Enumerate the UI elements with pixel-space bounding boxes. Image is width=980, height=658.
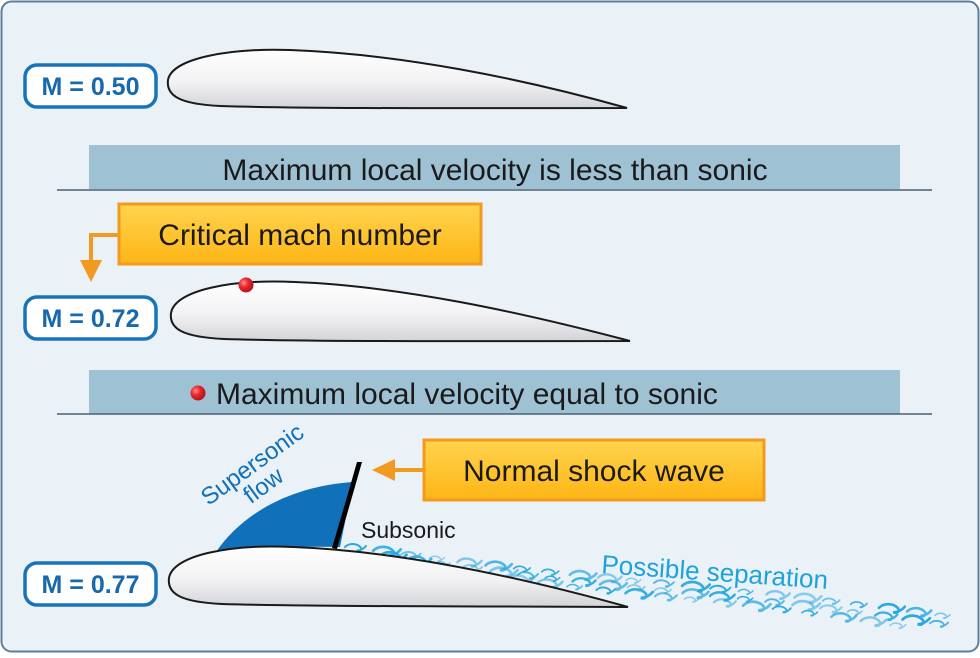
callout-critical-mach-text: Critical mach number	[158, 219, 441, 252]
banner-1-text: Maximum local velocity is less than soni…	[222, 154, 767, 187]
mach-badge-1: M = 0.50	[23, 63, 158, 109]
supersonic-region	[216, 482, 353, 552]
callout-normal-shock: Normal shock wave	[372, 438, 766, 502]
mach-badge-2: M = 0.72	[23, 295, 158, 341]
mach-label-3: M = 0.77	[42, 571, 140, 599]
banner-2-text: Maximum local velocity equal to sonic	[216, 378, 718, 411]
callout-normal-shock-text: Normal shock wave	[463, 455, 725, 488]
banner-1: Maximum local velocity is less than soni…	[57, 145, 932, 191]
mach-label-1: M = 0.50	[42, 73, 140, 101]
sonic-point-dot	[238, 277, 254, 293]
airfoil-2	[169, 280, 631, 343]
case-3: Supersonic flow Subsonic Normal shock wa…	[23, 419, 951, 630]
airfoil-1	[166, 48, 628, 110]
callout-critical-mach: Critical mach number	[80, 202, 483, 282]
callout-arrow-1	[89, 233, 121, 262]
subsonic-label: Subsonic	[361, 517, 456, 543]
airfoil-3	[167, 545, 629, 608]
case-1: M = 0.50 Maximum local velocity is less …	[23, 48, 932, 191]
banner-2: Maximum local velocity equal to sonic	[57, 370, 932, 415]
red-dot-icon	[190, 385, 206, 401]
mach-label-2: M = 0.72	[42, 305, 140, 333]
callout-arrow-2-head	[372, 459, 395, 481]
normal-shock-wave	[332, 462, 362, 549]
mach-badge-3: M = 0.77	[23, 561, 158, 607]
callout-arrow-1-head	[80, 260, 102, 282]
case-2: Critical mach number M = 0.72 Maximum lo…	[23, 202, 932, 415]
